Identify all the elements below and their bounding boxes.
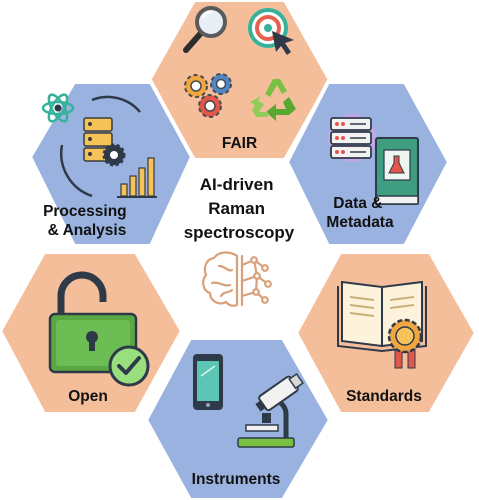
segment-open: Open (0, 250, 185, 416)
label-instruments: Instruments (192, 471, 281, 488)
label-standards: Standards (346, 388, 422, 405)
gears-icon (184, 73, 232, 118)
smartphone-icon (193, 354, 223, 410)
segment-instruments: Instruments (143, 336, 333, 500)
database-gear-icon (83, 117, 126, 167)
atom-icon (41, 93, 75, 123)
segment-fair: FAIR (146, 0, 333, 162)
segment-processing: Processing & Analysis (27, 80, 195, 248)
label-fair: FAIR (222, 135, 257, 152)
segment-standards: Standards (293, 250, 479, 416)
magnifier-icon (183, 6, 227, 53)
lab-book-icon (375, 137, 419, 205)
center-title: AI-driven Raman spectroscopy (184, 175, 295, 242)
cycle-arrow-icon (60, 144, 93, 198)
recycle-icon (250, 79, 296, 121)
cycle-arrow-icon (91, 95, 141, 113)
label-data: Data & Metadata (326, 195, 394, 231)
center-hub: AI-driven Raman spectroscopy (184, 175, 295, 307)
server-rack-icon (328, 114, 376, 162)
label-processing: Processing & Analysis (43, 203, 131, 239)
open-book-certificate-icon (337, 280, 427, 369)
bar-chart-icon (117, 157, 157, 198)
target-cursor-icon (248, 8, 294, 55)
microscope-icon (237, 372, 304, 448)
label-open: Open (68, 388, 108, 405)
brain-network-icon (202, 251, 272, 307)
segment-data: Data & Metadata (284, 80, 452, 248)
open-padlock-check-icon (48, 271, 150, 387)
